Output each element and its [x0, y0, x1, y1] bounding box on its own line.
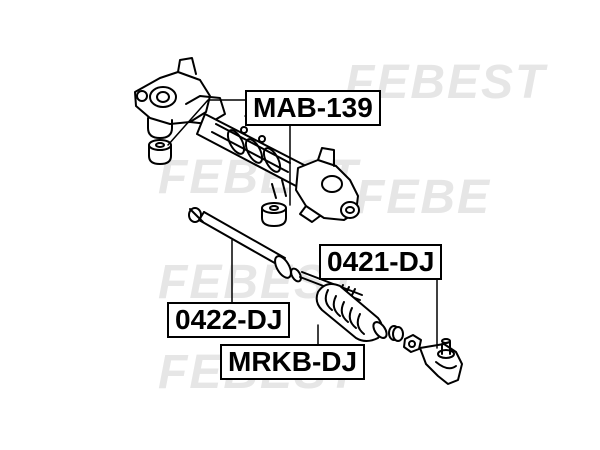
part-label-mab-139: MAB-139 [245, 90, 381, 126]
watermark-febest-mid-right: FEBE [355, 171, 492, 224]
tie-rod-end-drawing [419, 338, 463, 385]
steering-rack-drawing [134, 57, 360, 227]
leader-lines [167, 99, 438, 349]
steering-boot-drawing [315, 283, 388, 342]
nut-drawing [388, 325, 422, 353]
part-label-0421-dj: 0421-DJ [319, 244, 443, 280]
part-label-0422-dj: 0422-DJ [167, 302, 291, 338]
part-label-mrkb-dj: MRKB-DJ [220, 344, 366, 380]
